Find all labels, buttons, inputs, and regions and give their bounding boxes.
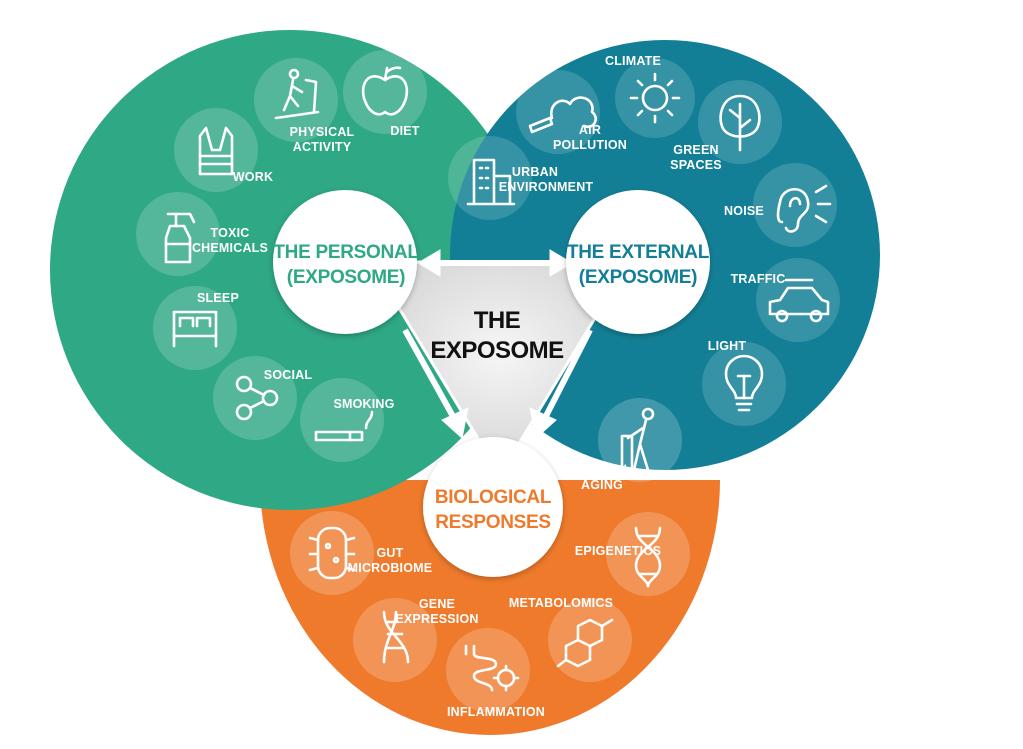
label-inflammation: INFLAMMATION <box>447 705 545 719</box>
center-title-line2: EXPOSOME <box>430 337 564 364</box>
biological-hub-title-line2: RESPONSES <box>435 512 551 533</box>
item-light: LIGHT <box>702 339 786 426</box>
label-diet: DIET <box>390 124 419 138</box>
biological-hub <box>423 437 563 577</box>
label-gene-expression-line2: EXPRESSION <box>395 612 478 626</box>
label-urban-environment-line1: URBAN <box>512 165 558 179</box>
label-toxic-chemicals-line1: TOXIC <box>211 226 250 240</box>
external-hub <box>566 190 710 334</box>
label-stress-aging-line1: STRESS/ <box>572 463 627 477</box>
external-hub-title-line2: (EXPOSOME) <box>579 267 697 288</box>
label-work: WORK <box>233 170 273 184</box>
item-sleep: SLEEP <box>153 286 239 370</box>
item-physical-activity: PHYSICAL ACTIVITY <box>254 58 355 154</box>
tree-icon <box>719 94 761 152</box>
safety-vest-icon <box>198 126 234 176</box>
label-noise: NOISE <box>724 204 764 218</box>
label-stress-aging-line2: AGING <box>581 478 623 492</box>
label-air-pollution-line2: POLLUTION <box>553 138 627 152</box>
item-epigenetics: EPIGENETICS <box>575 512 690 596</box>
label-metabolomics: METABOLOMICS <box>509 596 613 610</box>
biological-hub-title-line1: BIOLOGICAL <box>435 487 552 508</box>
item-toxic-chemicals: TOXIC CHEMICALS <box>136 192 268 276</box>
center-title-line1: THE <box>474 307 521 334</box>
personal-hub <box>273 190 417 334</box>
item-stress-aging: STRESS/ AGING <box>572 398 682 492</box>
personal-hub-title-line2: (EXPOSOME) <box>287 267 405 288</box>
item-air-pollution: AIR POLLUTION <box>516 70 627 154</box>
item-gut-microbiome: GUT MICROBIOME <box>290 511 432 595</box>
ear-icon <box>776 184 832 233</box>
label-physical-activity-line1: PHYSICAL <box>290 125 355 139</box>
item-diet: DIET <box>343 50 427 138</box>
microbe-icon <box>308 526 356 580</box>
intestine-icon <box>464 644 520 692</box>
item-smoking: SMOKING <box>300 378 394 462</box>
label-smoking: SMOKING <box>333 397 394 411</box>
label-gene-expression-line1: GENE <box>419 597 455 611</box>
dna-icon <box>634 526 662 588</box>
apple-icon <box>361 66 409 116</box>
arrow-personal-external <box>417 249 573 277</box>
treadmill-icon <box>274 68 320 120</box>
item-noise: NOISE <box>724 163 837 247</box>
label-social: SOCIAL <box>264 368 313 382</box>
exhaust-icon <box>528 96 597 134</box>
item-urban-environment: URBAN ENVIRONMENT <box>448 136 593 220</box>
car-icon <box>768 278 830 323</box>
bed-icon <box>172 310 218 348</box>
biological-ring <box>260 480 720 735</box>
label-light: LIGHT <box>708 339 747 353</box>
spray-bottle-icon <box>164 212 196 264</box>
label-traffic: TRAFFIC <box>731 272 786 286</box>
item-gene-expression: GENE EXPRESSION <box>353 597 478 682</box>
social-network-icon <box>235 375 279 421</box>
label-gut-microbiome-line2: MICROBIOME <box>348 561 433 575</box>
item-green-spaces: GREEN SPACES <box>670 80 782 172</box>
building-icon <box>466 158 516 206</box>
item-traffic: TRAFFIC <box>731 258 840 342</box>
label-physical-activity-line2: ACTIVITY <box>293 140 352 154</box>
item-inflammation: INFLAMMATION <box>446 628 545 719</box>
item-social: SOCIAL <box>213 356 312 440</box>
label-climate: CLIMATE <box>605 54 661 68</box>
lightbulb-icon <box>724 354 764 412</box>
molecule-icon <box>556 618 614 668</box>
arrow-external-biological <box>529 328 593 439</box>
item-metabolomics: METABOLOMICS <box>509 596 632 682</box>
label-air-pollution-line1: AIR <box>579 123 601 137</box>
personal-hub-title-line1: THE PERSONAL <box>273 242 419 263</box>
item-climate: CLIMATE <box>605 54 695 138</box>
cigarette-icon <box>314 410 374 442</box>
arrow-personal-biological <box>402 328 469 439</box>
label-epigenetics: EPIGENETICS <box>575 544 661 558</box>
sun-icon <box>629 72 681 124</box>
label-gut-microbiome-line1: GUT <box>377 546 404 560</box>
item-work: WORK <box>174 108 273 192</box>
dna-strand-icon <box>382 610 410 664</box>
label-urban-environment-line2: ENVIRONMENT <box>499 180 594 194</box>
walker-icon <box>620 407 655 472</box>
label-sleep: SLEEP <box>197 291 239 305</box>
biological-ring-shape <box>260 480 720 735</box>
label-green-spaces-line2: SPACES <box>670 158 722 172</box>
label-green-spaces-line1: GREEN <box>673 143 718 157</box>
label-toxic-chemicals-line2: CHEMICALS <box>192 241 268 255</box>
external-hub-title-line1: THE EXTERNAL <box>567 242 710 263</box>
